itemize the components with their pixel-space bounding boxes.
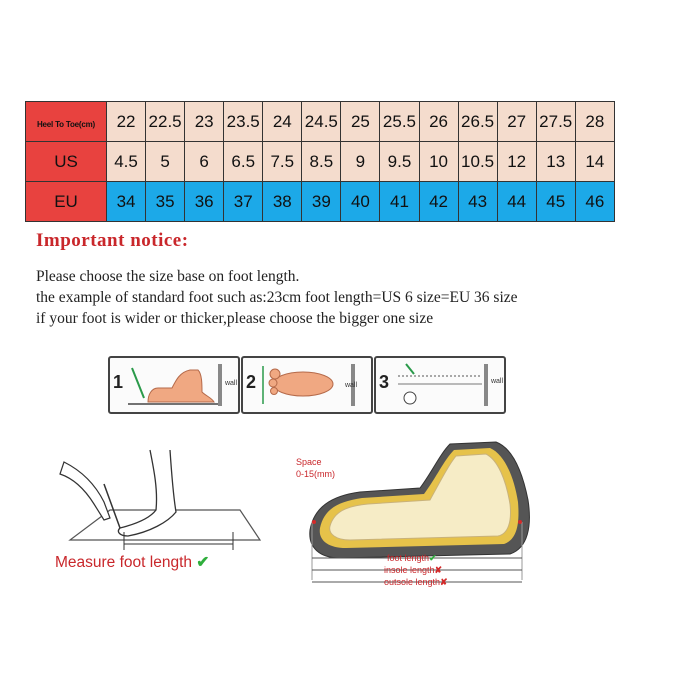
measure-foot-caption-text: Measure foot length	[55, 554, 193, 571]
notice-line-1: Please choose the size base on foot leng…	[36, 268, 300, 285]
size-cell: 6	[184, 141, 225, 182]
check-icon: ✔	[429, 553, 437, 563]
size-cell: 23	[184, 101, 225, 142]
size-row-header-text: US	[54, 151, 78, 171]
foot-length-label: foot length✔	[387, 553, 437, 564]
size-cell: 24	[262, 101, 303, 142]
size-cell: 26	[418, 101, 459, 142]
size-row-header-text: EU	[54, 191, 78, 211]
size-cell: 7.5	[262, 141, 303, 182]
measure-foot-caption: Measure foot length ✔	[55, 553, 209, 572]
cross-icon: ✘	[434, 565, 443, 575]
notice-line-3: if your foot is wider or thicker,please …	[36, 310, 434, 327]
size-cell: 36	[184, 181, 225, 222]
check-icon: ✔	[196, 554, 210, 571]
size-cell: 39	[301, 181, 342, 222]
size-cell: 45	[535, 181, 576, 222]
size-cell: 10.5	[457, 141, 498, 182]
step-1-number: 1	[113, 372, 124, 392]
step-2-number: 2	[246, 372, 257, 392]
size-cell: 34	[105, 181, 147, 222]
space-range-text: 0-15	[296, 469, 315, 479]
step-1-panel: 1 wall	[108, 356, 240, 414]
foot-against-wall-illustration	[128, 364, 222, 406]
size-cell: 24.5	[301, 101, 342, 142]
size-cell: 14	[574, 141, 616, 182]
size-cell: 12	[496, 141, 537, 182]
size-cell: 26.5	[457, 101, 498, 142]
notice-line-2: the example of standard foot such as:23c…	[36, 289, 518, 306]
size-cell: 41	[379, 181, 420, 222]
size-cell: 42	[418, 181, 459, 222]
size-cell: 6.5	[223, 141, 264, 182]
size-cell: 5	[145, 141, 186, 182]
notice-title: Important notice:	[36, 230, 189, 251]
size-cell: 22	[105, 101, 147, 142]
space-label: Space 0-15(mm)	[296, 456, 335, 480]
size-cell: 25.5	[379, 101, 420, 142]
size-cell: 13	[535, 141, 576, 182]
size-cell: 23.5	[223, 101, 264, 142]
space-unit-text: (mm)	[314, 469, 336, 479]
outsole-length-label: outsole length✘	[384, 577, 448, 588]
shoe-cross-section-diagram	[309, 441, 530, 583]
foot-length-text: foot length	[387, 553, 430, 563]
size-row-header: US	[25, 141, 107, 182]
size-cell: 37	[223, 181, 264, 222]
size-cell: 25	[340, 101, 381, 142]
size-cell: 9.5	[379, 141, 420, 182]
step-3-wall-label: wall	[490, 378, 503, 385]
size-cell: 35	[145, 181, 186, 222]
outsole-length-text: outsole length	[384, 577, 441, 587]
size-cell: 44	[496, 181, 537, 222]
size-cell: 40	[340, 181, 381, 222]
space-label-text: Space	[296, 457, 322, 467]
insole-length-text: insole length	[384, 565, 435, 575]
measure-foot-illustration	[59, 449, 262, 550]
ruler-measure-illustration	[398, 363, 488, 406]
size-cell: 10	[418, 141, 459, 182]
insole-length-label: insole length✘	[384, 565, 442, 576]
cross-icon: ✘	[440, 577, 448, 587]
size-cell: 28	[574, 101, 616, 142]
size-cell: 46	[574, 181, 616, 222]
size-cell: 22.5	[145, 101, 186, 142]
size-row-header: Heel To Toe(cm)	[25, 101, 107, 142]
size-row-header: EU	[25, 181, 107, 222]
step-3-number: 3	[379, 372, 390, 392]
size-cell: 4.5	[105, 141, 147, 182]
size-cell: 38	[262, 181, 303, 222]
foot-top-view-illustration	[262, 364, 355, 406]
size-cell: 27	[496, 101, 537, 142]
size-cell: 9	[340, 141, 381, 182]
step-1-wall-label: wall	[224, 380, 237, 387]
size-row-header-small-text: Heel To Toe(cm)	[36, 119, 96, 129]
step-2-panel: 2 wall	[241, 356, 373, 414]
size-cell: 43	[457, 181, 498, 222]
step-3-panel: 3 wall	[374, 356, 506, 414]
size-cell: 8.5	[301, 141, 342, 182]
size-cell: 27.5	[535, 101, 576, 142]
step-2-wall-label: wall	[344, 382, 357, 389]
